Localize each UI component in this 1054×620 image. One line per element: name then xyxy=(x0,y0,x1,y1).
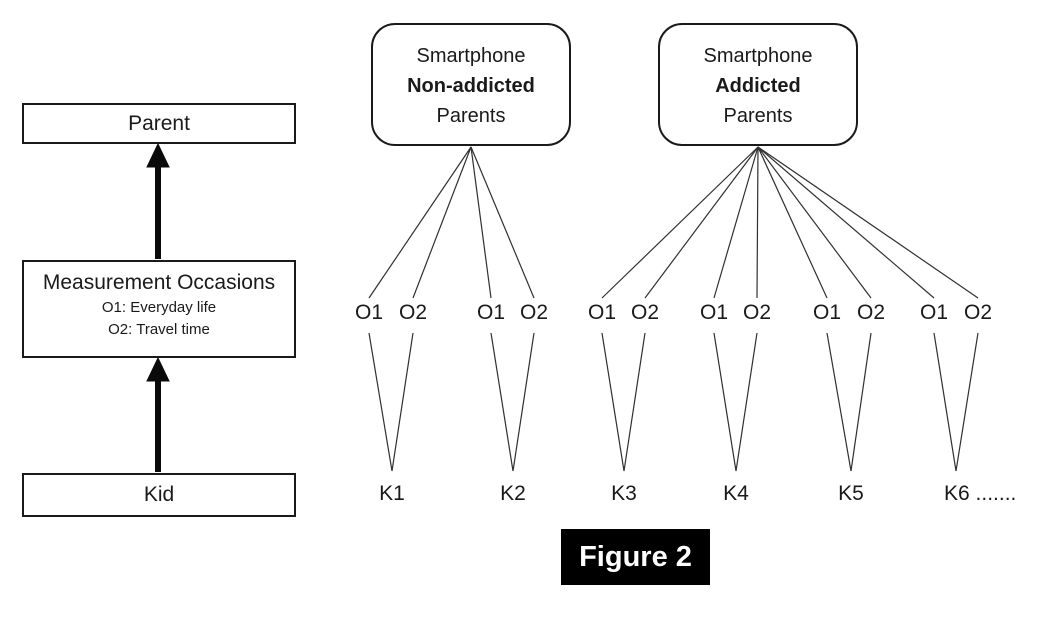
kid-label: K1 xyxy=(379,482,405,505)
parent-box: Parent xyxy=(22,103,296,144)
addicted-line1: Smartphone xyxy=(703,45,813,67)
occasion-label: O2 xyxy=(856,301,886,324)
nonaddicted-emphasis: Non-addicted xyxy=(407,75,535,97)
occasion-label: O2 xyxy=(963,301,993,324)
nonaddicted-line1: Smartphone xyxy=(416,45,526,67)
kid-label: K4 xyxy=(723,482,749,505)
addicted-emphasis: Addicted xyxy=(715,75,801,97)
kid-label: K3 xyxy=(611,482,637,505)
occasion-label: O2 xyxy=(742,301,772,324)
arrow-measurement-to-parent xyxy=(146,142,170,259)
occasion-label: O1 xyxy=(587,301,617,324)
kid-label: K2 xyxy=(500,482,526,505)
figure-caption: Figure 2 xyxy=(561,529,710,585)
addicted-line3: Parents xyxy=(723,105,793,127)
fan-lines-nonaddicted-parents xyxy=(368,146,535,299)
v-lines-occasions-to-kids xyxy=(368,332,979,472)
fan-lines-addicted-parents xyxy=(601,146,979,299)
addicted-parents-box: Smartphone Addicted Parents xyxy=(658,23,858,146)
occasion1-definition: O1: Everyday life xyxy=(101,299,217,316)
occasion-label: O1 xyxy=(919,301,949,324)
occasion-label: O1 xyxy=(354,301,384,324)
kid-label: K6 ....... xyxy=(944,482,1017,505)
nonaddicted-line3: Parents xyxy=(436,105,506,127)
nonaddicted-parents-box: Smartphone Non-addicted Parents xyxy=(371,23,571,146)
occasion-label: O2 xyxy=(398,301,428,324)
occasion2-definition: O2: Travel time xyxy=(108,321,210,338)
kid-box: Kid xyxy=(22,473,296,517)
measurement-occasions-box: Measurement Occasions O1: Everyday life … xyxy=(22,260,296,358)
arrow-kid-to-measurement xyxy=(146,356,170,472)
occasion-label: O2 xyxy=(630,301,660,324)
parent-box-label: Parent xyxy=(128,112,190,135)
occasion-label: O1 xyxy=(476,301,506,324)
occasion-label: O1 xyxy=(699,301,729,324)
measurement-occasions-title: Measurement Occasions xyxy=(42,271,276,294)
occasion-label: O2 xyxy=(519,301,549,324)
kid-box-label: Kid xyxy=(143,483,175,506)
occasion-label: O1 xyxy=(812,301,842,324)
kid-label: K5 xyxy=(838,482,864,505)
